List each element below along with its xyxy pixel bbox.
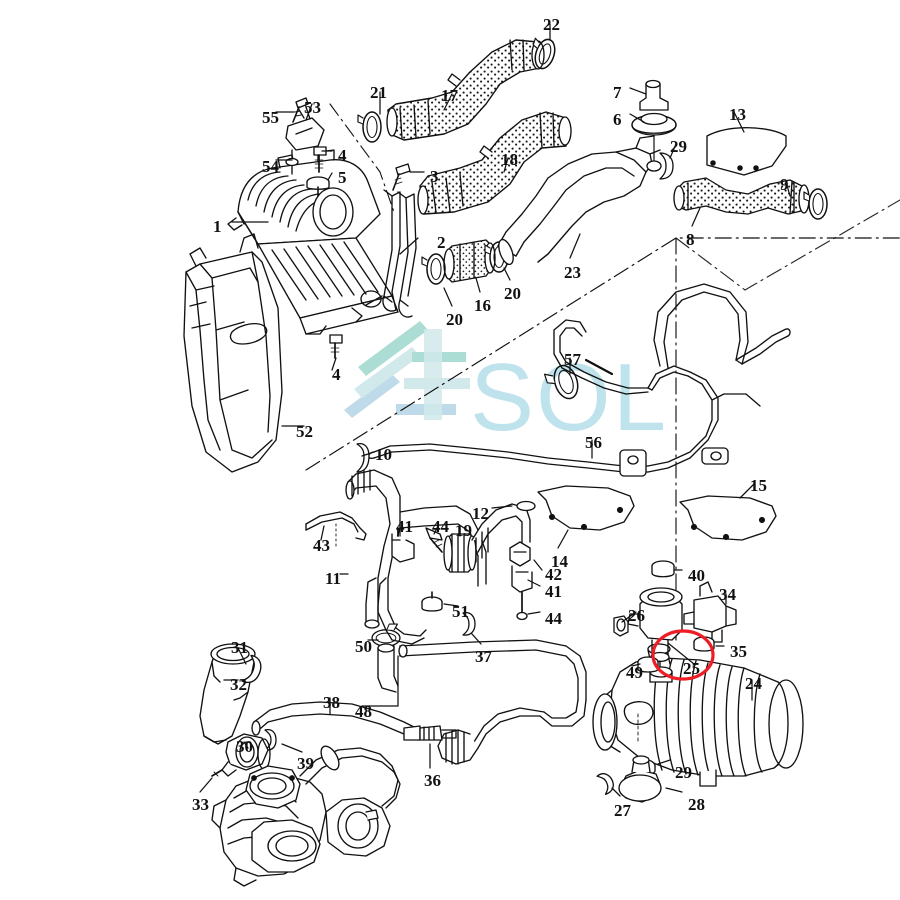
callout-31[interactable]: 31	[231, 638, 248, 657]
callout-42[interactable]: 42	[545, 565, 562, 584]
callout-34[interactable]: 34	[719, 585, 736, 604]
callout-43[interactable]: 43	[313, 536, 330, 555]
callout-20a[interactable]: 20	[446, 310, 463, 329]
callout-41b[interactable]: 41	[545, 582, 562, 601]
callout-19[interactable]: 19	[455, 521, 472, 540]
callout-5[interactable]: 5	[338, 168, 347, 187]
callout-4b[interactable]: 4	[332, 365, 341, 384]
callout-15[interactable]: 15	[750, 476, 767, 495]
callout-3[interactable]: 3	[430, 167, 439, 186]
callout-4a[interactable]: 4	[338, 146, 347, 165]
callout-56[interactable]: 56	[585, 433, 602, 452]
callout-41a[interactable]: 41	[396, 517, 413, 536]
highlight-ellipse-part-25	[651, 629, 715, 681]
callout-22[interactable]: 22	[543, 15, 560, 34]
callout-40[interactable]: 40	[688, 566, 705, 585]
callout-51[interactable]: 51	[452, 602, 469, 621]
callout-27[interactable]: 27	[614, 801, 631, 820]
callout-16[interactable]: 16	[474, 296, 491, 315]
callout-39[interactable]: 39	[297, 754, 314, 773]
callout-48[interactable]: 48	[355, 702, 372, 721]
callout-2[interactable]: 2	[437, 233, 446, 252]
callout-12[interactable]: 12	[472, 504, 489, 523]
callout-21[interactable]: 21	[370, 83, 387, 102]
callout-44b[interactable]: 44	[545, 609, 562, 628]
callout-24[interactable]: 24	[745, 674, 762, 693]
callout-37[interactable]: 37	[475, 647, 492, 666]
callout-13[interactable]: 13	[729, 105, 746, 124]
callout-38[interactable]: 38	[323, 693, 340, 712]
callout-1[interactable]: 1	[213, 217, 222, 236]
callout-7[interactable]: 7	[613, 83, 622, 102]
callout-17[interactable]: 17	[441, 86, 458, 105]
callout-25[interactable]: 25	[683, 659, 700, 678]
callout-53[interactable]: 53	[304, 98, 321, 117]
callout-52[interactable]: 52	[296, 422, 313, 441]
callout-11[interactable]: 11	[325, 569, 342, 588]
callout-55[interactable]: 55	[262, 108, 279, 127]
callout-49[interactable]: 49	[626, 663, 643, 682]
callout-14[interactable]: 14	[551, 552, 568, 571]
callout-54[interactable]: 54	[262, 157, 279, 176]
callout-50[interactable]: 50	[355, 637, 372, 656]
callout-57[interactable]: 57	[564, 350, 581, 369]
callout-36[interactable]: 36	[424, 771, 441, 790]
callout-23[interactable]: 23	[564, 263, 581, 282]
callout-32[interactable]: 32	[230, 675, 247, 694]
callout-33[interactable]: 33	[192, 795, 209, 814]
callout-29b[interactable]: 29	[675, 763, 692, 782]
callout-29a[interactable]: 29	[670, 137, 687, 156]
callout-30[interactable]: 30	[236, 737, 253, 756]
callout-9[interactable]: 9	[780, 175, 789, 194]
callout-6[interactable]: 6	[613, 110, 622, 129]
callout-26[interactable]: 26	[628, 606, 645, 625]
callout-35[interactable]: 35	[730, 642, 747, 661]
callout-20b[interactable]: 20	[504, 284, 521, 303]
callout-28[interactable]: 28	[688, 795, 705, 814]
callout-18[interactable]: 18	[501, 150, 518, 169]
callout-10[interactable]: 10	[375, 445, 392, 464]
callout-8[interactable]: 8	[686, 230, 695, 249]
callout-44a[interactable]: 44	[432, 517, 449, 536]
